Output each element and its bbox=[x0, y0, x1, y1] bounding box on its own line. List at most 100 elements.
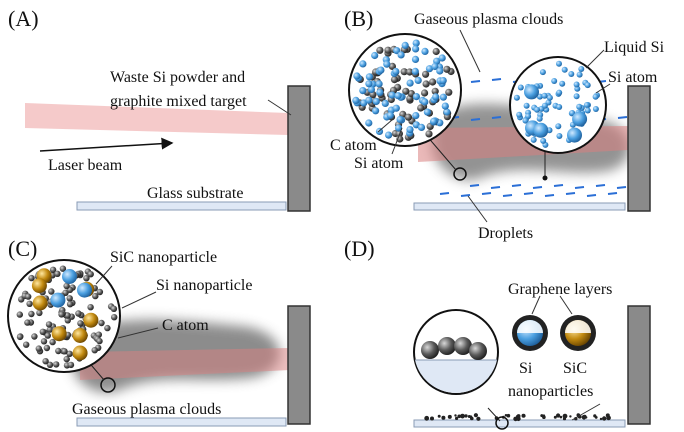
si-atom bbox=[432, 93, 440, 101]
si-atom bbox=[412, 112, 420, 120]
si-atom bbox=[381, 99, 389, 107]
c-atom bbox=[92, 292, 99, 300]
c-atom bbox=[77, 320, 84, 327]
panel-a: (A) Waste Si powder and graphite mixed t… bbox=[8, 6, 311, 212]
panel-c-label: (C) bbox=[8, 236, 37, 261]
c-atom bbox=[384, 46, 392, 54]
si-core-highlight bbox=[517, 320, 543, 333]
glass-substrate bbox=[413, 419, 626, 428]
si-atom bbox=[376, 88, 384, 96]
laser-label: Laser beam bbox=[48, 157, 123, 174]
sic-nanoparticle bbox=[72, 345, 88, 361]
c-atom bbox=[49, 338, 56, 346]
c-atom bbox=[26, 300, 33, 307]
sic-np-label: SiC nanoparticle bbox=[110, 249, 217, 266]
si-atom bbox=[584, 82, 591, 89]
si-atom bbox=[525, 113, 532, 120]
c-atom bbox=[16, 311, 23, 318]
c-atom bbox=[31, 333, 38, 340]
si-nanoparticle bbox=[50, 292, 66, 308]
plasma-label: Gaseous plasma clouds bbox=[414, 11, 563, 28]
c-atom bbox=[42, 358, 49, 365]
si-atom bbox=[401, 41, 409, 50]
deposited-particle bbox=[581, 415, 587, 420]
droplet-dash bbox=[574, 186, 585, 189]
droplet-dash bbox=[511, 184, 522, 187]
si-nanoparticle bbox=[77, 282, 92, 298]
si-atom bbox=[375, 80, 383, 88]
si-atom bbox=[441, 102, 449, 110]
c-atom bbox=[55, 347, 62, 355]
c-atom bbox=[23, 341, 30, 348]
si-atom bbox=[412, 45, 420, 53]
c-atom bbox=[422, 80, 430, 88]
si-atom bbox=[578, 66, 585, 72]
si-atom bbox=[365, 96, 373, 104]
droplet-dash bbox=[460, 194, 471, 197]
droplet-marker bbox=[542, 175, 548, 181]
c-atom-label: C atom bbox=[330, 137, 377, 154]
c-atom bbox=[390, 76, 399, 84]
si-atom bbox=[517, 84, 524, 91]
si-atom bbox=[516, 111, 523, 118]
droplet-dash bbox=[481, 192, 492, 195]
si-atom bbox=[556, 60, 562, 67]
zoom-marker bbox=[495, 416, 509, 430]
si-atom bbox=[556, 133, 563, 139]
nanoparticle bbox=[438, 337, 456, 355]
si-atom bbox=[412, 93, 420, 101]
si-atom bbox=[539, 69, 546, 76]
si-atom bbox=[522, 117, 529, 124]
deposited-particle bbox=[569, 415, 572, 418]
si-atom bbox=[372, 97, 380, 106]
liquid-si-droplet bbox=[524, 84, 539, 100]
deposited-particle bbox=[454, 414, 457, 417]
si-atom bbox=[359, 60, 367, 68]
si-atom bbox=[568, 71, 575, 77]
c-atom bbox=[98, 319, 105, 327]
droplet-dash bbox=[595, 184, 606, 187]
si-atom bbox=[436, 67, 444, 75]
nanoparticles-label: nanoparticles bbox=[508, 383, 593, 400]
si-atom bbox=[559, 80, 566, 87]
si-atom bbox=[423, 108, 431, 116]
sic-np-leader bbox=[95, 265, 113, 285]
graphene-leader-si bbox=[531, 295, 541, 315]
si-atom bbox=[438, 54, 446, 62]
si-atom bbox=[583, 102, 590, 108]
substrate-label: Glass substrate bbox=[147, 185, 243, 202]
si-atom bbox=[576, 71, 583, 78]
droplet-dash bbox=[586, 194, 597, 197]
c-atom bbox=[54, 270, 61, 277]
c-atom bbox=[48, 288, 55, 295]
c-atom bbox=[422, 70, 430, 78]
si-atom bbox=[536, 115, 543, 122]
c-atom bbox=[404, 113, 412, 121]
target-slab bbox=[627, 305, 651, 425]
droplet-dash bbox=[502, 194, 513, 197]
si-atom bbox=[541, 102, 548, 109]
c-atom bbox=[417, 104, 425, 112]
c-atom bbox=[87, 304, 94, 311]
graphene-label: Graphene layers bbox=[508, 281, 612, 298]
c-atom bbox=[110, 305, 118, 312]
panel-d-label: (D) bbox=[344, 236, 375, 261]
c-atom bbox=[35, 345, 42, 352]
c-atom bbox=[111, 314, 118, 321]
sic-nanoparticle bbox=[31, 278, 47, 294]
si-atom bbox=[513, 94, 520, 101]
si-atom-label-right: Si atom bbox=[608, 69, 658, 86]
c-atom-leader bbox=[117, 327, 159, 339]
sic-label: SiC bbox=[563, 360, 587, 377]
si-atom bbox=[561, 66, 568, 73]
c-atom bbox=[25, 293, 32, 300]
si-atom bbox=[353, 72, 361, 80]
liquid-si-droplet bbox=[572, 111, 588, 127]
c-atom bbox=[421, 89, 429, 97]
sic-nanoparticle bbox=[32, 295, 48, 311]
c-atom-leader bbox=[377, 119, 393, 133]
nanoparticle bbox=[421, 341, 439, 359]
laser-beam bbox=[80, 348, 290, 380]
